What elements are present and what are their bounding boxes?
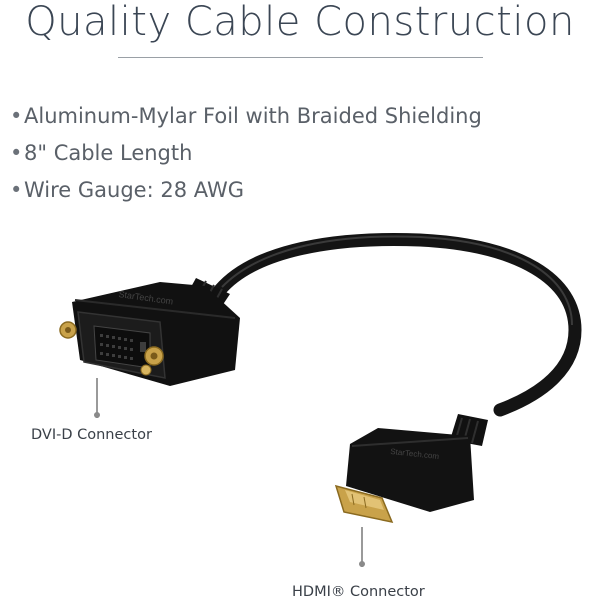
hdmi-connector: StarTech.com — [334, 428, 474, 524]
hdmi-leader-line — [359, 527, 365, 567]
page-title: Quality Cable Construction — [25, 0, 575, 45]
bullet-icon: • — [10, 141, 23, 165]
bullet-icon: • — [10, 178, 23, 202]
feature-list: •Aluminum-Mylar Foil with Braided Shield… — [10, 98, 482, 209]
dvi-leader-line — [94, 378, 100, 418]
feature-text: 8" Cable Length — [24, 141, 193, 165]
feature-item: •Aluminum-Mylar Foil with Braided Shield… — [10, 98, 482, 135]
feature-item: •8" Cable Length — [10, 135, 482, 172]
feature-text: Wire Gauge: 28 AWG — [24, 178, 245, 202]
adapter-cable-image: StarTech.com StarTech.com — [59, 233, 582, 524]
feature-item: •Wire Gauge: 28 AWG — [10, 172, 482, 209]
title-divider — [118, 57, 483, 58]
dvi-connector-label: DVI-D Connector — [31, 427, 152, 443]
hdmi-connector-label: HDMI® Connector — [292, 584, 425, 600]
bullet-icon: • — [10, 104, 23, 128]
feature-text: Aluminum-Mylar Foil with Braided Shieldi… — [24, 104, 482, 128]
cable-body — [213, 233, 582, 417]
dvi-connector: StarTech.com — [59, 282, 240, 386]
